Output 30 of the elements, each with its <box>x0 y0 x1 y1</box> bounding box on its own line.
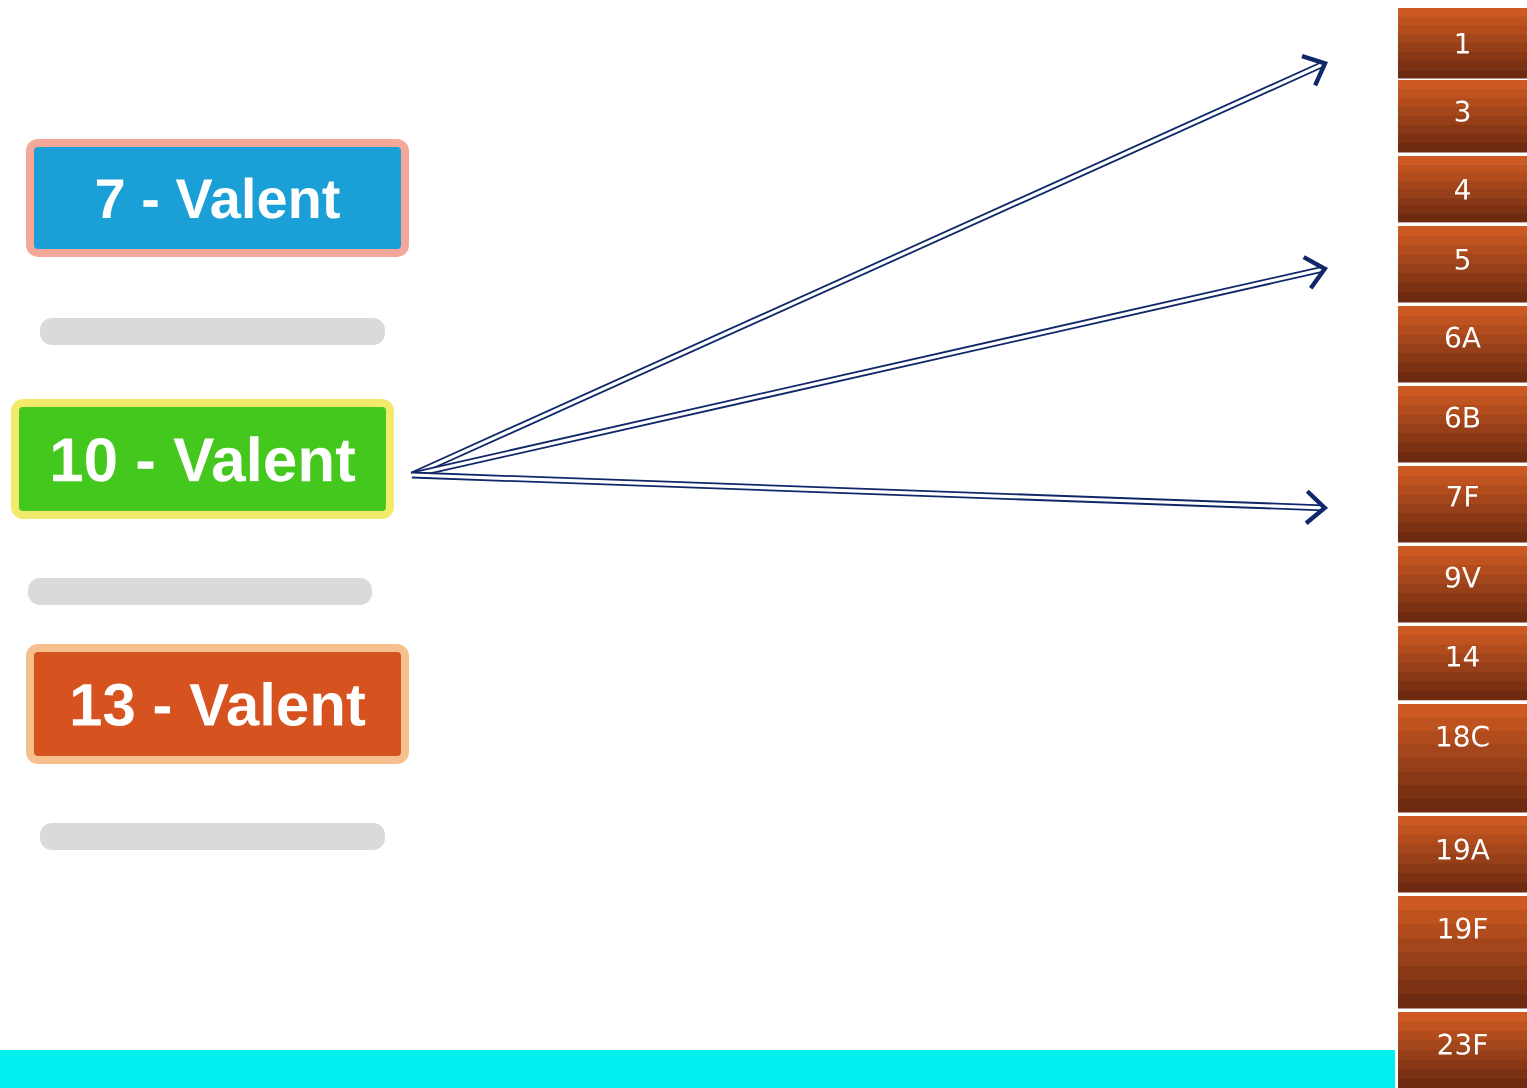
node-label: 7F <box>1447 485 1478 507</box>
label-box: 7 - Valent <box>26 139 409 257</box>
node-label: 19F <box>1439 917 1487 939</box>
serotype-cell: 1 <box>1398 8 1527 79</box>
serotype-cell: 19F <box>1398 896 1527 1009</box>
node-label: 3 <box>1455 100 1470 122</box>
bottom-band <box>0 1050 1395 1088</box>
node-label: 6B <box>1445 406 1480 428</box>
serotype-cell: 4 <box>1398 156 1527 223</box>
node-label: 23F <box>1438 1033 1487 1055</box>
serotype-cell: 18C <box>1398 704 1527 813</box>
node-label: 18C <box>1438 725 1489 747</box>
serotype-cell: 6A <box>1398 306 1527 383</box>
arrow <box>411 471 1328 525</box>
node-label: 9V <box>1445 566 1481 588</box>
serotype-cell: 9V <box>1398 546 1527 623</box>
label-box: 10 - Valent <box>11 399 394 519</box>
node-label: 6A <box>1445 326 1481 348</box>
serotype-cell: 14 <box>1398 626 1527 701</box>
node-label: 19A <box>1438 838 1490 860</box>
node-label: 4 <box>1454 178 1470 200</box>
serotype-cell: 6B <box>1398 386 1527 463</box>
serotype-cell: 3 <box>1398 80 1527 153</box>
serotype-cell: 19A <box>1398 816 1527 893</box>
node-label: 5 <box>1455 248 1469 270</box>
label-box: 13 - Valent <box>26 644 409 764</box>
node-label: 14 <box>1447 645 1479 667</box>
serotype-cell: 5 <box>1398 226 1527 303</box>
serotype-cell: 7F <box>1398 466 1527 543</box>
serotype-cell: 23F <box>1398 1012 1527 1088</box>
